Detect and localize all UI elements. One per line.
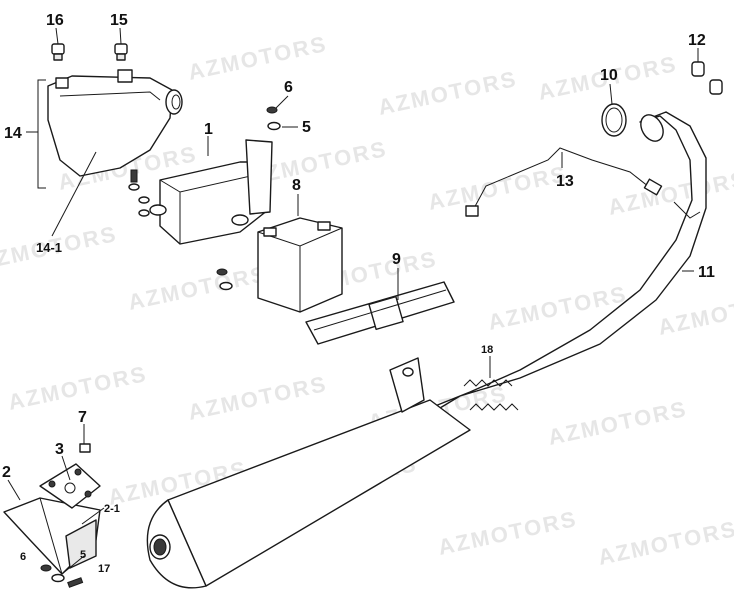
hardware-near-14	[128, 169, 150, 217]
part-9-battery-strap	[305, 281, 455, 345]
watermark: AZMOTORS	[376, 66, 520, 120]
leader-lines	[7, 27, 699, 575]
callout-labels: 16 15 14 14-1 1 6 5 8 9 10 12 13 11 18 7…	[2, 12, 715, 575]
part-8-battery	[257, 217, 343, 313]
callout-15: 15	[110, 12, 128, 29]
callout-6: 6	[284, 79, 293, 96]
part-5-washer-lower	[51, 573, 65, 583]
watermark: AZMOTORS	[546, 396, 690, 450]
callout-18: 18	[481, 344, 493, 356]
part-13-sensor-wire	[465, 147, 663, 217]
part-12-nut	[691, 61, 723, 95]
callout-8: 8	[292, 177, 301, 194]
watermark: AZMOTORS	[656, 286, 734, 340]
part-5-washer	[267, 121, 281, 131]
part-16-screw	[51, 43, 65, 61]
callout-1: 1	[204, 121, 213, 138]
callout-3: 3	[55, 441, 64, 458]
callout-17: 17	[98, 563, 110, 575]
watermark: AZMOTORS	[186, 371, 330, 425]
callout-13: 13	[556, 173, 574, 190]
callout-6-lower: 6	[20, 551, 26, 563]
part-18-springs	[463, 379, 519, 411]
part-6-nut	[266, 106, 278, 114]
part-3-plate	[39, 463, 101, 509]
part-11-exhaust	[146, 111, 707, 589]
callout-9: 9	[392, 251, 401, 268]
callout-5: 5	[302, 119, 311, 136]
part-15-screw	[114, 43, 128, 61]
hardware-near-battery	[216, 268, 233, 291]
callout-2-1: 2-1	[104, 503, 120, 515]
part-2-bracket	[3, 497, 101, 575]
watermark: AZMOTORS	[6, 361, 150, 415]
watermark: AZMOTORS	[126, 261, 270, 315]
callout-14: 14	[4, 125, 22, 142]
watermark: AZMOTORS	[426, 161, 570, 215]
part-6-nut-lower	[40, 564, 52, 572]
part-1-battery-bracket	[149, 139, 273, 245]
watermark: AZMOTORS	[186, 31, 330, 85]
part-14-side-cover	[47, 69, 183, 177]
callout-16: 16	[46, 12, 64, 29]
callout-7: 7	[78, 409, 87, 426]
watermark: AZMOTORS	[436, 506, 580, 560]
watermark: AZMOTORS	[596, 516, 734, 570]
callout-5-lower: 5	[80, 549, 86, 561]
callout-2: 2	[2, 464, 11, 481]
callout-11: 11	[698, 264, 715, 281]
watermark: AZMOTORS	[606, 166, 734, 220]
callout-10: 10	[600, 67, 618, 84]
callout-12: 12	[688, 32, 706, 49]
callout-14-1: 14-1	[36, 240, 62, 255]
part-7-nut	[79, 443, 91, 453]
bracket-14	[37, 79, 46, 189]
part-10-gasket	[601, 103, 627, 137]
part-17-bolt	[67, 577, 84, 588]
